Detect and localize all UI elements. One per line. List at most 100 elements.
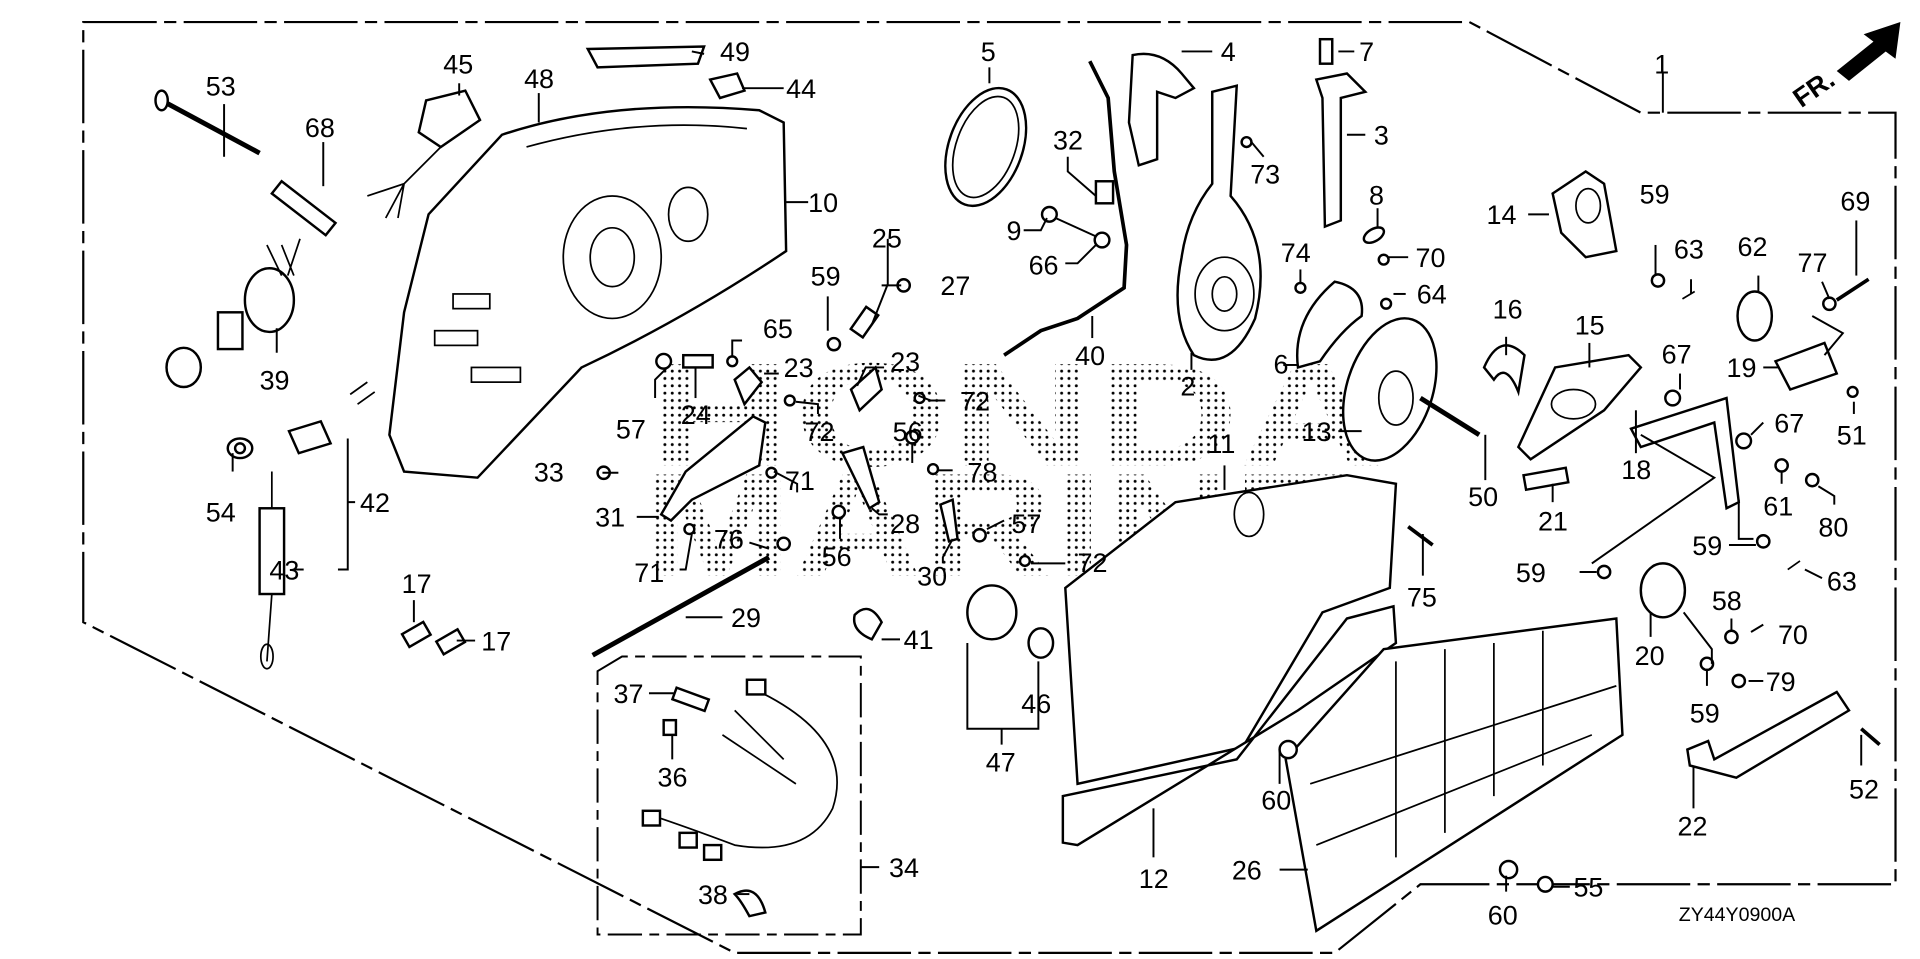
- callout-65: 65: [763, 314, 793, 344]
- cap-32-icon: [1094, 180, 1115, 205]
- screw-51-icon: [1846, 385, 1859, 399]
- gear-plate-13-hub: [1377, 370, 1414, 426]
- ignition-switch-39-icon: [165, 238, 301, 389]
- washer-60b-icon: [1498, 859, 1519, 880]
- assembly-border: [82, 20, 1897, 954]
- washer-57b-icon: [972, 527, 987, 543]
- plate-15-slot: [1550, 388, 1597, 420]
- nut-55-icon: [1536, 875, 1554, 893]
- screw-73-icon: [1240, 135, 1253, 149]
- callout-55: 55: [1573, 873, 1603, 903]
- callout-63b: 63: [1827, 566, 1857, 596]
- washer-59-b-icon: [1755, 534, 1771, 549]
- washer-58-icon: [1724, 629, 1739, 645]
- callout-11: 11: [1207, 429, 1235, 459]
- callout-12: 12: [1139, 864, 1169, 894]
- screw-72a-icon: [783, 394, 796, 407]
- link-23b-icon: [849, 365, 884, 413]
- callout-68: 68: [305, 113, 335, 143]
- link-23a-icon: [733, 365, 764, 407]
- washer-67a-icon: [1664, 389, 1682, 407]
- callout-28: 28: [890, 509, 920, 539]
- callout-52: 52: [1849, 775, 1879, 805]
- callout-60b: 60: [1488, 901, 1518, 931]
- cam-6-icon: [1296, 280, 1364, 369]
- washer-59-icon: [826, 336, 842, 352]
- callout-80: 80: [1818, 512, 1848, 542]
- lever-30-icon: [938, 497, 959, 543]
- callout-60a: 60: [1261, 786, 1291, 816]
- callout-29: 29: [731, 603, 761, 633]
- callout-70a: 70: [1416, 243, 1446, 273]
- callout-17a: 17: [402, 569, 432, 599]
- callout-32: 32: [1053, 125, 1083, 155]
- callout-48: 48: [524, 64, 554, 94]
- callout-77: 77: [1798, 248, 1828, 278]
- ball-64-icon: [1380, 297, 1393, 310]
- spring-7-icon: [1318, 37, 1334, 65]
- callout-16: 16: [1493, 294, 1523, 324]
- screw-72c-icon: [1018, 554, 1032, 568]
- callout-46: 46: [1021, 689, 1051, 719]
- callout-5: 5: [981, 37, 996, 67]
- callout-38: 38: [698, 880, 728, 910]
- sleeve-68-icon: [270, 179, 338, 237]
- nut-76-icon: [776, 536, 792, 552]
- callout-57b: 57: [1011, 509, 1041, 539]
- callout-37: 37: [613, 679, 643, 709]
- screw-9-line: [1055, 217, 1097, 238]
- washer-57-icon: [655, 352, 673, 370]
- nut-80-icon: [1804, 472, 1820, 488]
- bolt-50-icon: [1419, 395, 1481, 437]
- callout-58: 58: [1712, 586, 1742, 616]
- screw-52-icon: [1860, 727, 1881, 747]
- callout-73: 73: [1250, 160, 1280, 190]
- callout-70b: 70: [1778, 620, 1808, 650]
- callout-34: 34: [889, 853, 919, 883]
- ring-62-icon: [1736, 290, 1774, 342]
- washer-67b-icon: [1735, 432, 1753, 450]
- callout-59c: 59: [1692, 531, 1722, 561]
- pin-63b-icon: [1787, 560, 1801, 571]
- callout-36: 36: [658, 762, 688, 792]
- callout-30: 30: [917, 561, 947, 591]
- spring-24-icon: [682, 353, 714, 369]
- callout-59d: 59: [1516, 558, 1546, 588]
- pin-63-icon: [1682, 290, 1696, 300]
- nut-79-icon: [1731, 673, 1747, 689]
- screw-78-icon: [926, 462, 940, 476]
- callout-50: 50: [1468, 482, 1498, 512]
- side-cover-11-hole: [1233, 491, 1265, 538]
- callout-7: 7: [1359, 37, 1374, 67]
- screw-69-icon: [1835, 277, 1870, 302]
- callout-1: 1: [1654, 49, 1669, 79]
- callout-59b: 59: [811, 261, 841, 291]
- emergency-stop-lanyard-43-icon: [226, 381, 376, 670]
- fuse-36-icon: [662, 718, 678, 737]
- callout-66: 66: [1029, 250, 1059, 280]
- band-38-icon: [732, 889, 767, 918]
- callout-63a: 63: [1674, 234, 1704, 264]
- fuse-holder-37-icon: [670, 686, 711, 713]
- washer-59-right-icon: [1650, 273, 1666, 288]
- callout-61: 61: [1763, 492, 1793, 522]
- callout-21: 21: [1538, 506, 1568, 536]
- bracket-14-icon: [1551, 169, 1618, 259]
- callout-26: 26: [1232, 855, 1262, 885]
- callout-49: 49: [720, 37, 750, 67]
- plate-15-icon: [1516, 353, 1643, 461]
- callout-14: 14: [1487, 200, 1517, 230]
- clip-41-icon: [852, 607, 884, 641]
- callout-13: 13: [1302, 417, 1332, 447]
- front-direction-label: FR.: [1787, 64, 1840, 113]
- callout-43: 43: [269, 555, 299, 585]
- pin-8-icon: [1362, 226, 1386, 245]
- callout-labels: 1 2 3 4 5 6 7 8 9 10 11 12 13 14 15 16 1…: [206, 37, 1879, 930]
- control-lever-2-icon: [1176, 84, 1262, 361]
- callout-22: 22: [1678, 811, 1708, 841]
- callout-25: 25: [872, 223, 902, 253]
- callout-39: 39: [260, 365, 290, 395]
- callout-27: 27: [940, 271, 970, 301]
- callout-19: 19: [1727, 353, 1757, 383]
- ring-5-icon: [944, 86, 1028, 208]
